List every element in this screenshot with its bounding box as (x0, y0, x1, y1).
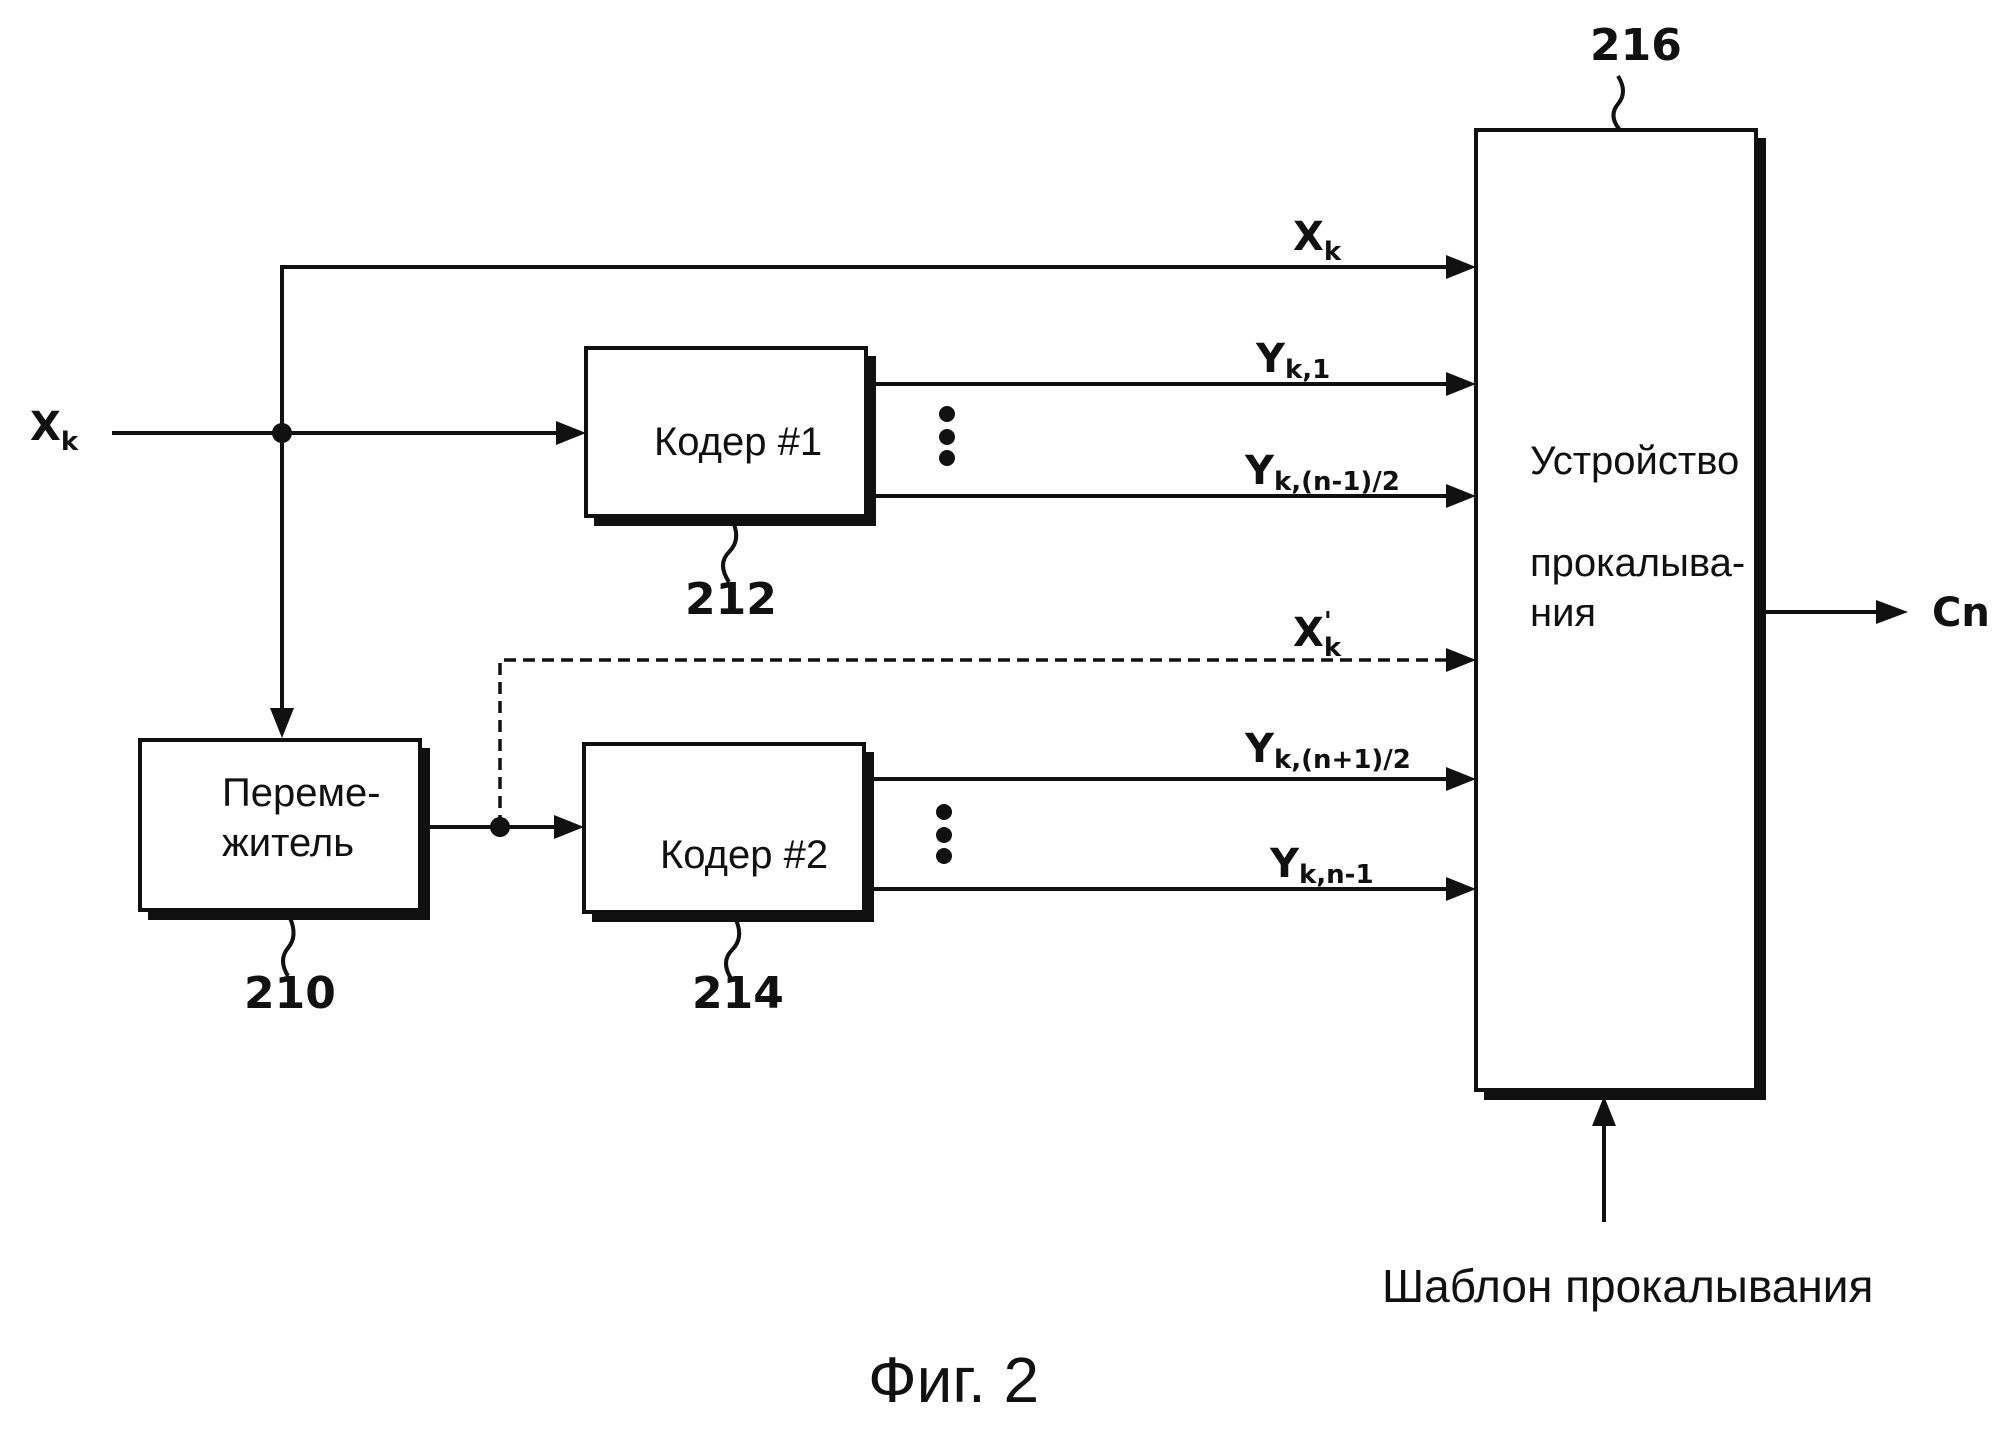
interleaver-ref-leader (281, 917, 296, 978)
encoder1-ref-leader (721, 521, 739, 584)
encoder1-input-arrowhead (556, 421, 586, 445)
xk-prime-dashed-line (498, 658, 1462, 827)
interleaver-label-line1: Переме- (222, 771, 381, 815)
xk-prime-label: X'k (1293, 607, 1342, 663)
encoder1-label: Кодер #1 (654, 420, 822, 464)
interleaver-label-line2: житель (222, 821, 354, 865)
puncture-pattern-arrowhead (1592, 1096, 1616, 1126)
puncture-pattern-label: Шаблон прокалывания (1382, 1260, 1873, 1312)
encoder1-ellipsis-dot-3 (939, 450, 955, 466)
xk-prime-arrowhead (1446, 648, 1476, 672)
yk1-arrowhead (1446, 372, 1476, 396)
encoder2-ref-number: 214 (692, 968, 784, 1019)
yk-half-minus-arrowhead (1446, 484, 1476, 508)
encoder2-input-arrowhead (554, 815, 584, 839)
yk1-label: Yk,1 (1255, 336, 1330, 385)
puncturer-label-line1: Устройство (1530, 439, 1739, 483)
yk-half-plus-arrowhead (1446, 767, 1476, 791)
puncturer-ref-leader (1611, 74, 1625, 132)
output-arrowhead (1876, 600, 1908, 624)
encoder1-ellipsis-dot-1 (939, 406, 955, 422)
encoder1-block (584, 346, 868, 518)
encoder1-ellipsis-dot-2 (939, 429, 955, 445)
encoder1-ref-number: 212 (685, 574, 777, 625)
puncturer-block (1474, 128, 1758, 1092)
encoder2-ellipsis-dot-1 (936, 804, 952, 820)
input-signal-label: Xk (30, 404, 79, 457)
interleaver-input-arrowhead (270, 708, 294, 738)
encoder2-ellipsis-dot-3 (936, 848, 952, 864)
encoder2-label: Кодер #2 (660, 833, 828, 877)
interleaver-block (138, 738, 422, 912)
output-signal-label: Cn (1932, 590, 1990, 636)
puncturer-ref-number: 216 (1590, 20, 1682, 71)
interleaver-ref-number: 210 (244, 968, 336, 1019)
encoder2-ref-leader (724, 919, 742, 982)
puncturer-label-line3: ния (1530, 591, 1596, 635)
encoder2-ellipsis-dot-2 (936, 827, 952, 843)
yk-n-minus-arrowhead (1446, 877, 1476, 901)
figure-caption: Фиг. 2 (868, 1344, 1039, 1416)
puncturer-label-line2: прокалыва- (1530, 541, 1745, 585)
yk-half-minus-label: Yk,(n-1)/2 (1244, 448, 1400, 497)
xk-direct-label: Xk (1293, 214, 1342, 267)
yk-n-minus-label: Yk,n-1 (1269, 841, 1374, 890)
encoder2-block (582, 742, 866, 914)
yk-half-plus-label: Yk,(n+1)/2 (1244, 726, 1411, 775)
xk-direct-arrowhead (1446, 255, 1476, 279)
